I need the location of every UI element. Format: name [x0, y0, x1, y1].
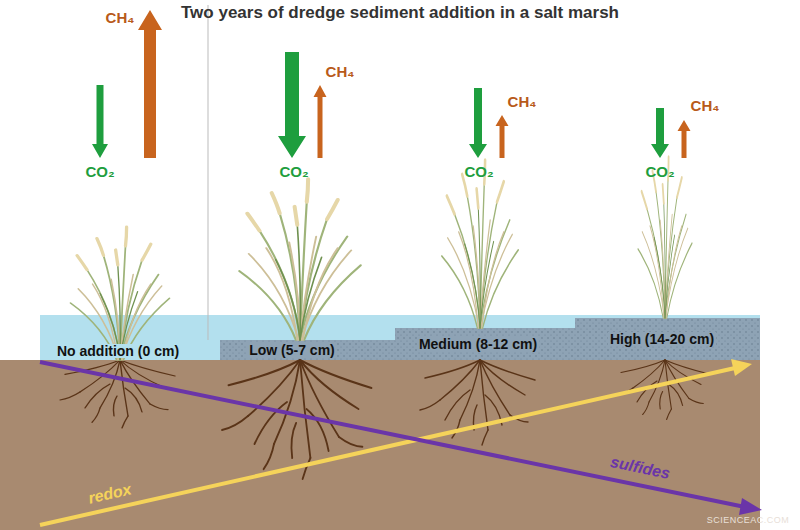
- carbon-dioxide-label: CO₂: [645, 164, 674, 181]
- watermark: SCIENCEAC.COM: [707, 516, 790, 526]
- treatment-label: High (14-20 cm): [608, 332, 716, 346]
- treatment-label: Medium (8-12 cm): [417, 337, 539, 351]
- methane-label: CH₄: [106, 10, 135, 27]
- carbon-dioxide-label: CO₂: [279, 164, 308, 181]
- methane-label: CH₄: [508, 94, 537, 111]
- diagram-title: Two years of dredge sediment addition in…: [181, 4, 619, 23]
- methane-label: CH₄: [326, 64, 355, 81]
- treatment-label: No addition (0 cm): [55, 344, 181, 358]
- carbon-dioxide-label: CO₂: [464, 164, 493, 181]
- methane-label: CH₄: [691, 98, 720, 115]
- carbon-dioxide-label: CO₂: [85, 164, 114, 181]
- treatment-label: Low (5-7 cm): [247, 343, 337, 357]
